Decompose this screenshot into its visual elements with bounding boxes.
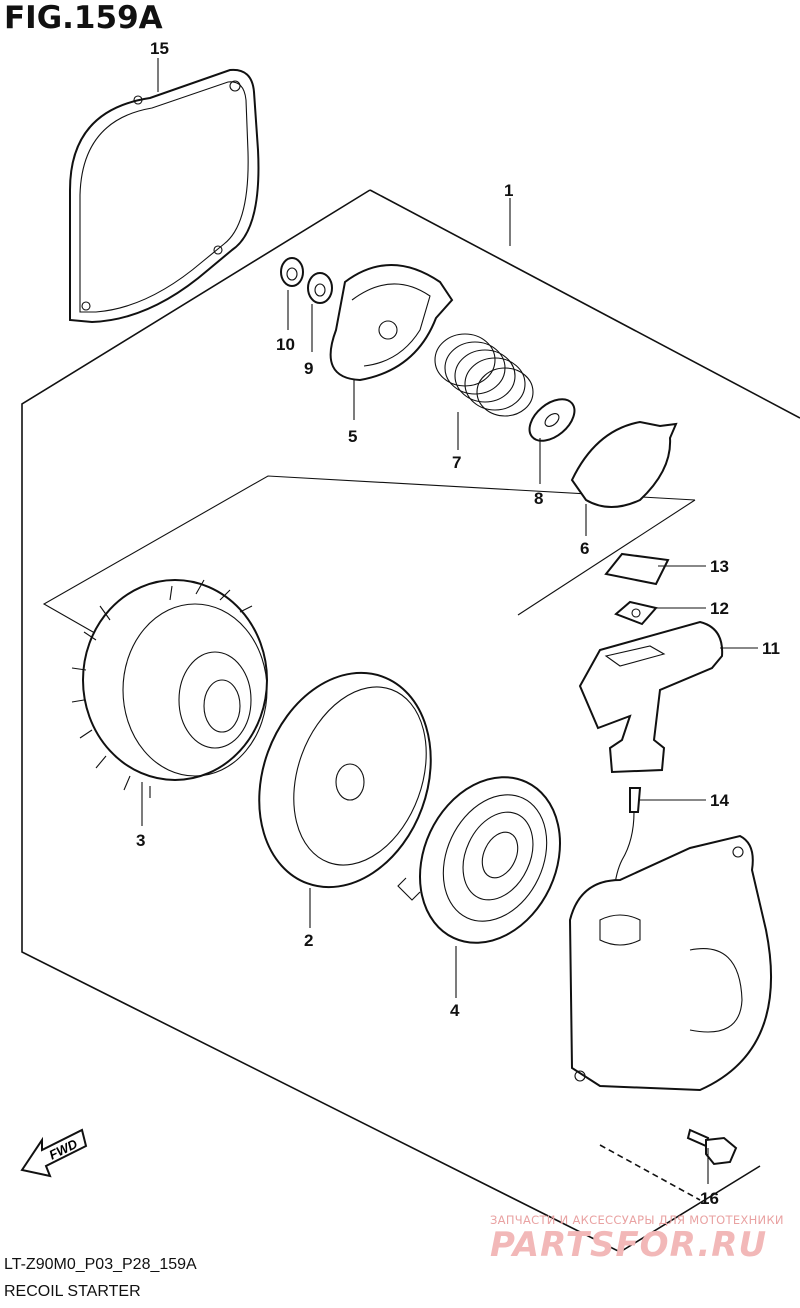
nut-10 xyxy=(280,257,304,287)
callout-1: 1 xyxy=(504,181,513,200)
bolt-16 xyxy=(686,1128,738,1166)
gasket-15 xyxy=(69,68,260,324)
recoil-spring-4 xyxy=(397,776,561,944)
callout-11: 11 xyxy=(762,639,780,658)
starter-gear-3 xyxy=(71,579,268,798)
assembly-box xyxy=(369,189,800,419)
fwd-direction-arrow: FWD xyxy=(20,1128,88,1178)
reel-2 xyxy=(258,671,432,889)
callout-6: 6 xyxy=(580,539,589,558)
spring-7 xyxy=(434,333,534,417)
callout-4: 4 xyxy=(450,1001,460,1020)
clip-6 xyxy=(570,420,678,508)
washer-9 xyxy=(307,272,333,304)
watermark-logo: PARTSFOR.RU xyxy=(490,1225,767,1265)
watermark-caption: ЗАПЧАСТИ И АКСЕССУАРЫ ДЛЯ МОТОТЕХНИКИ xyxy=(490,1213,784,1227)
figure-name: RECOIL STARTER xyxy=(4,1283,141,1300)
washer-8 xyxy=(528,398,576,442)
plate-13 xyxy=(604,552,670,586)
callout-5: 5 xyxy=(348,427,357,446)
handle-11 xyxy=(578,620,724,774)
callout-7: 7 xyxy=(452,453,461,472)
callout-2: 2 xyxy=(304,931,313,950)
callout-16: 16 xyxy=(700,1189,719,1208)
starter-case xyxy=(568,834,773,1092)
svg-text:PARTSFOR.RU: PARTSFOR.RU xyxy=(490,1225,767,1265)
callout-15: 15 xyxy=(150,39,169,58)
sub-assembly-box xyxy=(42,475,696,637)
figure-code: LT-Z90M0_P03_P28_159A xyxy=(4,1256,197,1273)
callout-8: 8 xyxy=(534,489,543,508)
ratchet-plate-5 xyxy=(329,264,454,382)
callout-13: 13 xyxy=(710,557,729,576)
washer-12 xyxy=(614,600,658,626)
callout-14: 14 xyxy=(710,791,729,810)
leader-lines xyxy=(141,58,758,1184)
callout-12: 12 xyxy=(710,599,729,618)
callout-9: 9 xyxy=(304,359,313,378)
callout-3: 3 xyxy=(136,831,145,850)
figure-title: FIG.159A xyxy=(4,0,163,36)
callout-10: 10 xyxy=(276,335,295,354)
